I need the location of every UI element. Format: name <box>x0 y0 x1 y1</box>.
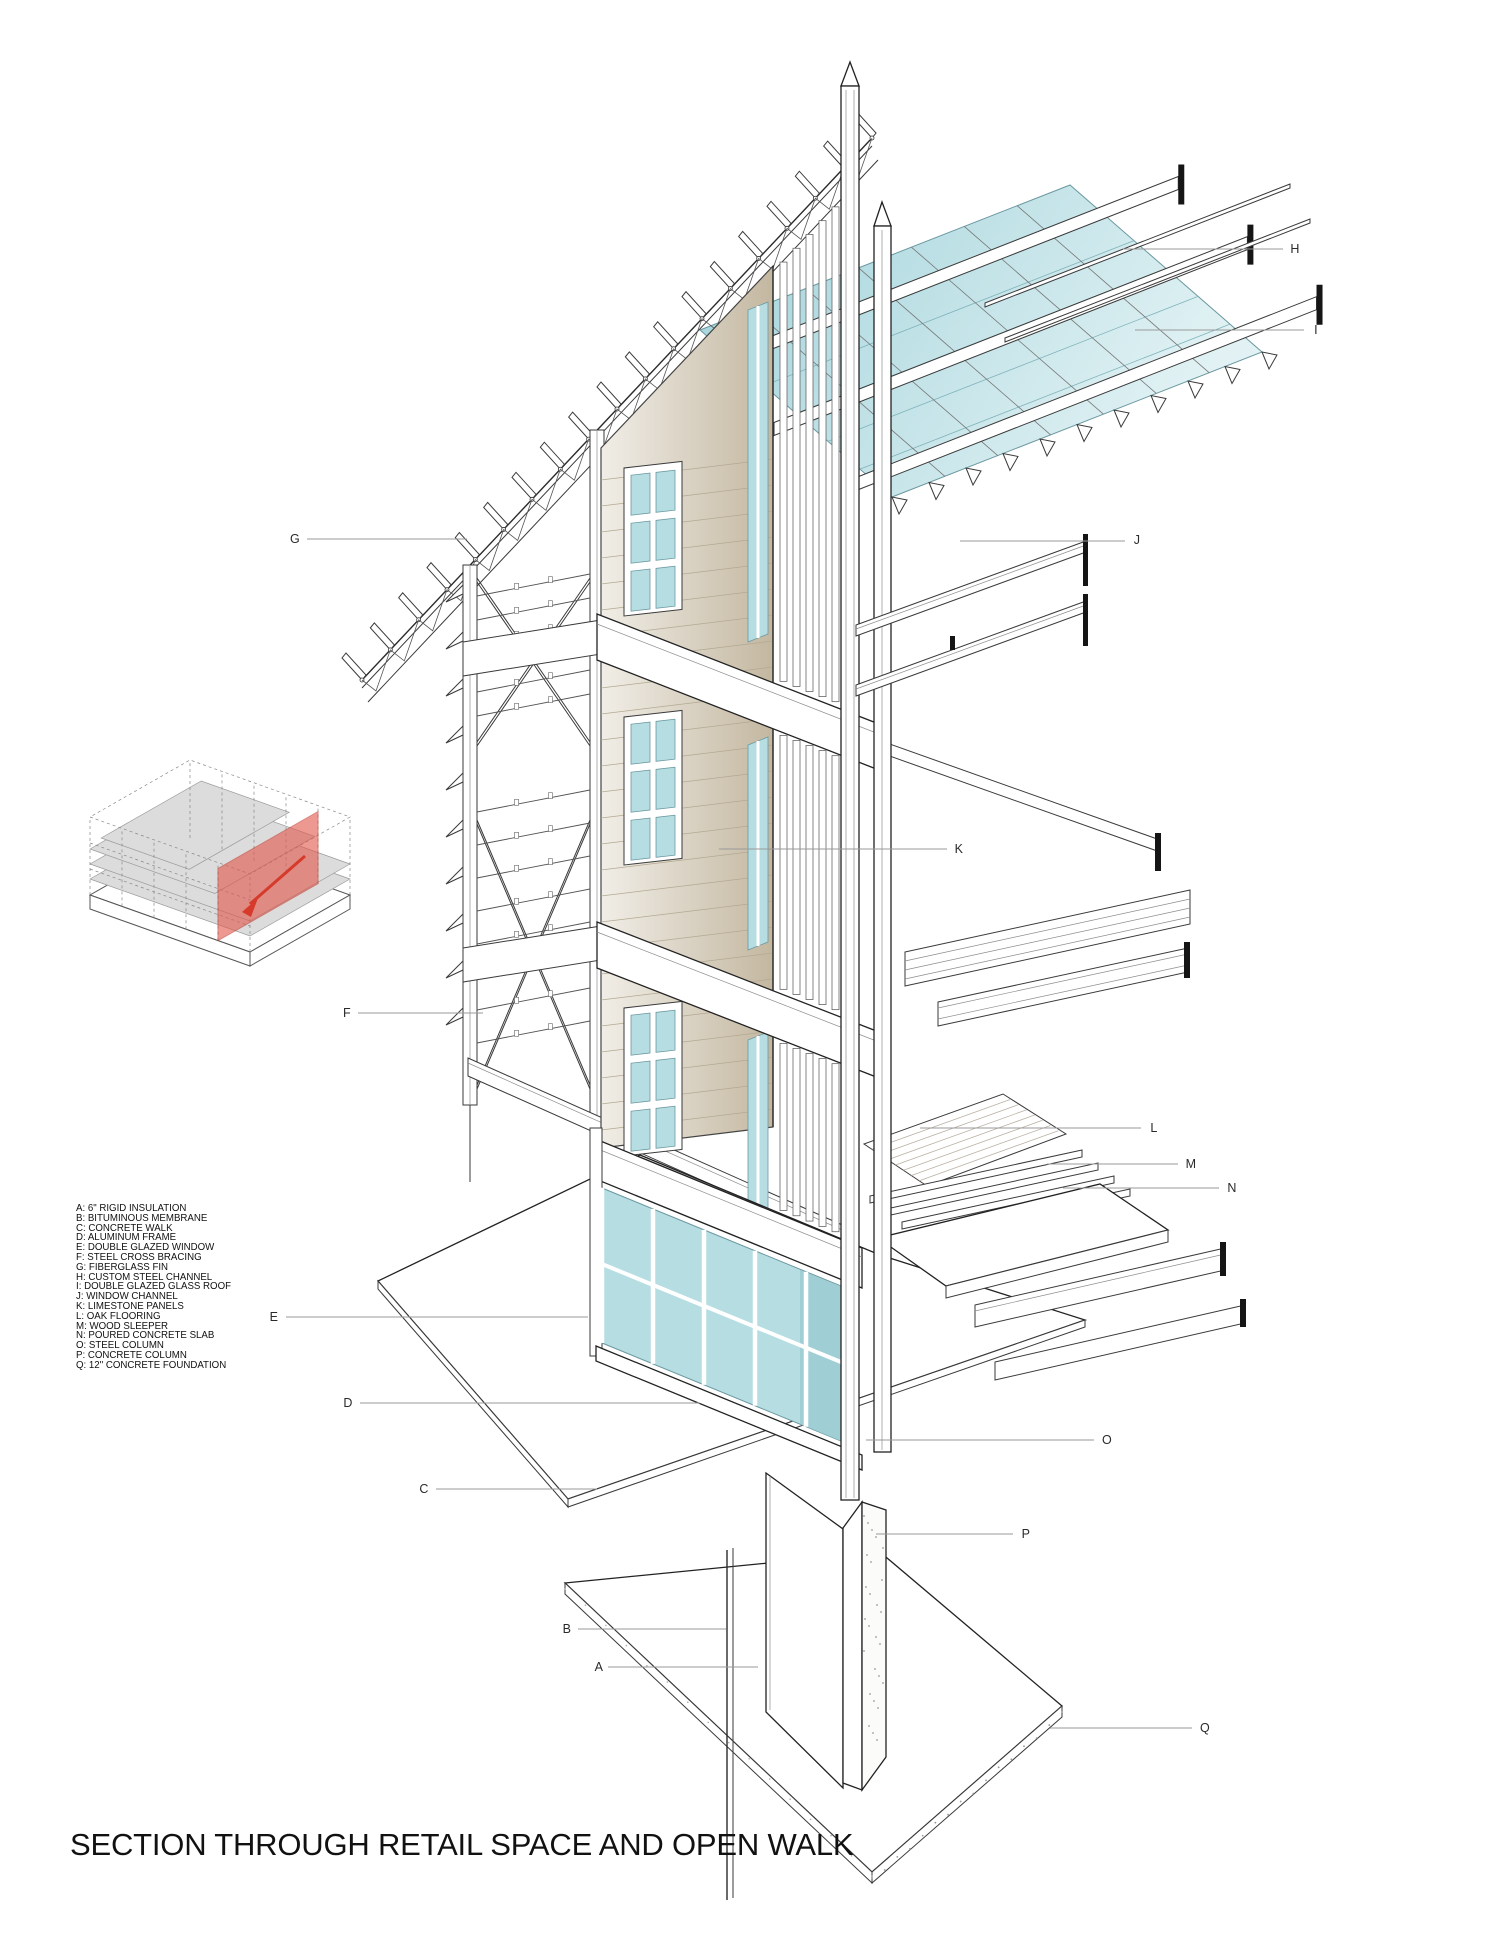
callout-f: F <box>343 1006 351 1020</box>
fin-brackets <box>445 583 464 1026</box>
double-glazed-window <box>623 709 683 866</box>
material-legend: A: 6" RIGID INSULATION B: BITUMINOUS MEM… <box>76 1204 231 1371</box>
legend-item: F: STEEL CROSS BRACING <box>76 1251 202 1263</box>
callout-m: M <box>1185 1157 1197 1171</box>
legend-item: C: CONCRETE WALK <box>76 1222 173 1234</box>
rigid-insulation <box>765 1471 844 1790</box>
bituminous-membrane <box>726 1548 734 1900</box>
callout-o: O <box>1101 1433 1113 1447</box>
callout-k: K <box>954 842 964 856</box>
legend-item: A: 6" RIGID INSULATION <box>76 1203 187 1214</box>
callout-j: J <box>1133 533 1141 547</box>
steel-columns <box>840 60 892 1501</box>
legend-item: J: WINDOW CHANNEL <box>76 1291 178 1303</box>
leader-lines <box>286 248 1304 1729</box>
callout-e: E <box>269 1310 279 1324</box>
legend-item: D: ALUMINUM FRAME <box>76 1232 177 1244</box>
roof-truss-fin-row <box>341 110 879 703</box>
legend-item: P: CONCRETE COLUMN <box>76 1349 187 1361</box>
aluminum-frame-sill <box>595 1345 863 1471</box>
callout-b: B <box>562 1622 572 1636</box>
legend-item: M: WOOD SLEEPER <box>76 1320 169 1332</box>
legend-item: K: LIMESTONE PANELS <box>76 1300 184 1312</box>
callout-g: G <box>289 532 301 546</box>
sheet-title: SECTION THROUGH RETAIL SPACE AND OPEN WA… <box>70 1827 854 1862</box>
callout-h: H <box>1290 242 1300 256</box>
legend-item: G: FIBERGLASS FIN <box>76 1261 169 1273</box>
key-plan-locator <box>88 759 352 967</box>
walkway-deck <box>904 889 1191 1027</box>
concrete-column <box>842 1500 887 1792</box>
double-glazed-window <box>623 1000 683 1157</box>
window-channels <box>855 534 1088 697</box>
callout-a: A <box>594 1660 604 1674</box>
custom-steel-channels <box>984 183 1311 343</box>
legend-item: O: STEEL COLUMN <box>76 1340 164 1352</box>
callout-q: Q <box>1199 1721 1211 1735</box>
callout-i: I <box>1314 323 1318 337</box>
callout-n: N <box>1227 1181 1237 1195</box>
limestone-panel-wall <box>600 264 774 1157</box>
double-glazed-window <box>623 460 683 617</box>
floor-assembly <box>862 1093 1246 1381</box>
legend-item: B: BITUMINOUS MEMBRANE <box>76 1212 208 1224</box>
floor-beams <box>596 613 1161 1081</box>
legend-item: N: POURED CONCRETE SLAB <box>76 1330 215 1342</box>
retail-storefront <box>589 1127 863 1471</box>
legend-item: H: CUSTOM STEEL CHANNEL <box>76 1271 213 1283</box>
legend-item: I: DOUBLE GLAZED GLASS ROOF <box>76 1281 232 1293</box>
legend-item: Q: 12" CONCRETE FOUNDATION <box>76 1359 227 1371</box>
callout-p: P <box>1021 1527 1031 1541</box>
callout-l: L <box>1150 1121 1158 1135</box>
callout-d: D <box>343 1396 353 1410</box>
callout-c: C <box>419 1482 429 1496</box>
legend-item: E: DOUBLE GLAZED WINDOW <box>76 1242 215 1254</box>
legend-item: L: OAK FLOORING <box>76 1310 161 1322</box>
